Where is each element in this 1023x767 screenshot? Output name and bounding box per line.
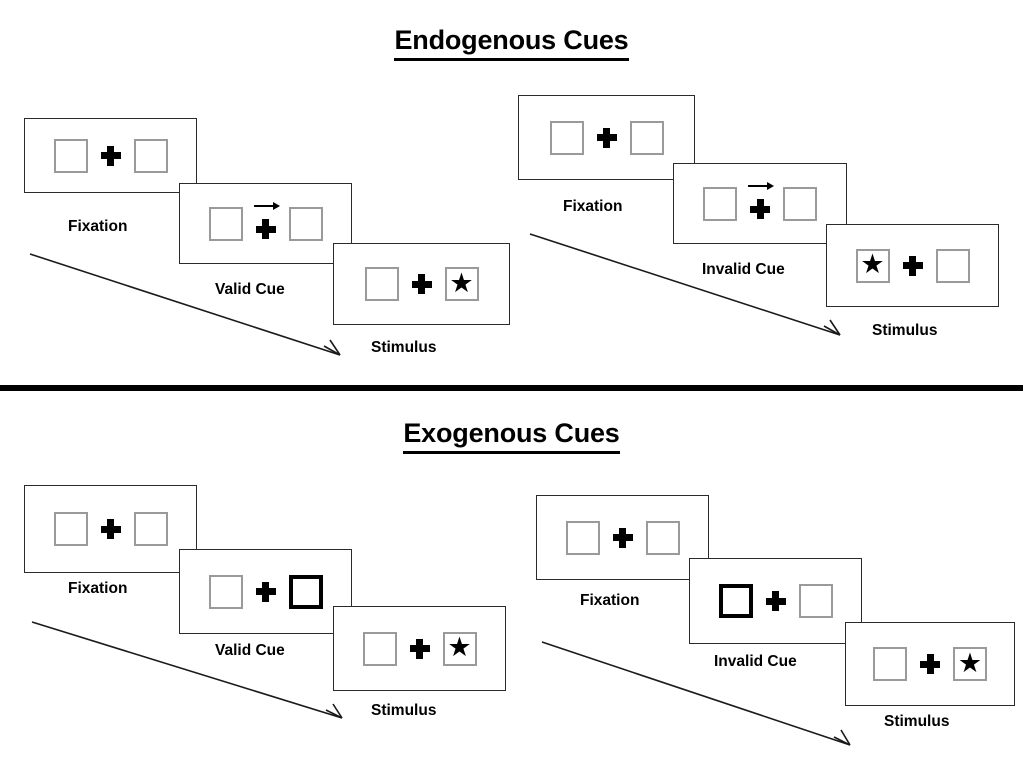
panel-endogenous-valid-stimulus: ★: [333, 243, 510, 325]
panel-exogenous-valid-cue: [179, 549, 352, 634]
panel-endogenous-invalid-stimulus: ★: [826, 224, 999, 307]
fixation-center: [88, 133, 134, 179]
fixation-center: [890, 243, 936, 289]
section-divider: [0, 385, 1023, 391]
caption-endogenous-invalid-fixation: Fixation: [563, 198, 623, 215]
panel-endogenous-valid-cue: [179, 183, 352, 264]
target-box-right: ★: [953, 647, 987, 681]
star-icon: ★: [447, 632, 472, 662]
placeholder-box-right: [798, 584, 833, 618]
caption-exogenous-valid-cue: Valid Cue: [215, 642, 285, 659]
timeline-arrow-icon: [529, 233, 841, 336]
plus-sign-icon: [902, 255, 923, 276]
fixation-center: [753, 578, 799, 624]
star-icon: ★: [957, 647, 983, 678]
plus-sign-icon: [920, 654, 940, 674]
fixation-center: [243, 569, 289, 615]
placeholder-box-left: [703, 186, 737, 221]
caption-endogenous-valid-stimulus: Stimulus: [371, 339, 437, 356]
cue-box-left: [718, 584, 753, 618]
plus-sign-icon: [750, 199, 770, 219]
plus-sign-icon: [255, 219, 276, 239]
arrow-right-icon: [253, 201, 280, 211]
caption-exogenous-invalid-cue: Invalid Cue: [714, 653, 797, 670]
panel-endogenous-invalid-cue: [673, 163, 847, 244]
placeholder-box-left: [565, 520, 600, 555]
plus-sign-icon: [765, 591, 786, 611]
fixation-center: [907, 641, 953, 687]
placeholder-box-left: [364, 267, 399, 301]
target-box-left: ★: [855, 248, 890, 283]
target-box-right: ★: [444, 267, 479, 301]
caption-exogenous-valid-stimulus: Stimulus: [371, 702, 437, 719]
plus-sign-icon: [100, 519, 121, 539]
fixation-center: [243, 201, 289, 247]
placeholder-box-right: [133, 512, 168, 546]
panel-exogenous-valid-fixation: [24, 485, 197, 573]
caption-exogenous-invalid-stimulus: Stimulus: [884, 713, 950, 730]
panel-endogenous-invalid-fixation: [518, 95, 695, 180]
timeline-arrow-icon: [31, 621, 343, 719]
arrow-head: [767, 181, 775, 190]
section-title-endogenous: Endogenous Cues: [0, 25, 1023, 61]
panel-exogenous-invalid-fixation: [536, 495, 709, 580]
plus-sign-icon: [612, 527, 633, 548]
caption-exogenous-invalid-fixation: Fixation: [580, 592, 640, 609]
panel-endogenous-valid-fixation: [24, 118, 197, 193]
fixation-center: [397, 626, 443, 672]
star-icon: ★: [860, 249, 885, 279]
section-title-endogenous-text: Endogenous Cues: [394, 25, 629, 61]
placeholder-box-right: [133, 138, 168, 173]
caption-endogenous-valid-cue: Valid Cue: [215, 281, 285, 298]
fixation-center: [584, 115, 630, 161]
panel-exogenous-valid-stimulus: ★: [333, 606, 506, 691]
target-box-right: ★: [442, 631, 477, 666]
caption-endogenous-invalid-cue: Invalid Cue: [702, 261, 785, 278]
arrow-head: [272, 201, 280, 210]
placeholder-box-right: [288, 206, 323, 241]
placeholder-box-left: [208, 574, 243, 609]
fixation-center: [600, 515, 646, 561]
placeholder-box-left: [53, 138, 88, 173]
star-icon: ★: [449, 267, 474, 298]
placeholder-box-right: [783, 186, 817, 221]
placeholder-box-right: [935, 248, 970, 283]
timeline-arrow-icon: [541, 641, 851, 746]
placeholder-box-right: [645, 520, 680, 555]
arrow-shaft: [748, 184, 769, 187]
plus-sign-icon: [596, 127, 617, 148]
caption-endogenous-invalid-stimulus: Stimulus: [872, 322, 938, 339]
cue-box-right: [288, 574, 323, 609]
arrow-right-icon: [748, 181, 775, 191]
timeline-arrow-icon: [29, 253, 341, 356]
plus-sign-icon: [100, 145, 121, 166]
placeholder-box-right: [629, 120, 664, 155]
placeholder-box-left: [53, 512, 88, 546]
plus-sign-icon: [409, 638, 430, 659]
plus-sign-icon: [411, 274, 432, 294]
placeholder-box-left: [362, 631, 397, 666]
panel-exogenous-invalid-cue: [689, 558, 862, 644]
placeholder-box-left: [873, 647, 907, 681]
fixation-center: [737, 181, 783, 227]
placeholder-box-left: [549, 120, 584, 155]
section-title-exogenous-text: Exogenous Cues: [403, 418, 620, 454]
arrow-shaft: [253, 204, 274, 207]
caption-exogenous-valid-fixation: Fixation: [68, 580, 128, 597]
plus-sign-icon: [255, 581, 276, 602]
fixation-center: [399, 261, 445, 307]
caption-endogenous-valid-fixation: Fixation: [68, 218, 128, 235]
section-title-exogenous: Exogenous Cues: [0, 418, 1023, 454]
placeholder-box-left: [208, 206, 243, 241]
panel-exogenous-invalid-stimulus: ★: [845, 622, 1015, 706]
fixation-center: [88, 506, 134, 552]
